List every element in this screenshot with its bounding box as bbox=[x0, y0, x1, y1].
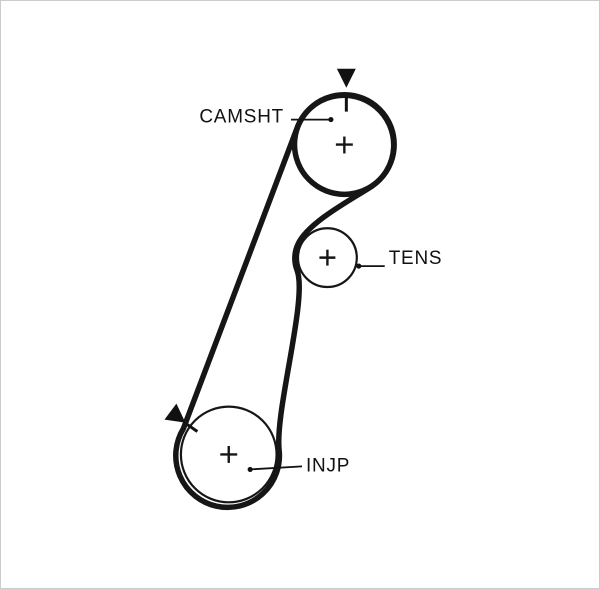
injection-pump-timing-tick bbox=[186, 423, 199, 433]
camshaft-label: CAMSHT bbox=[199, 107, 284, 128]
camshaft-leader-dot bbox=[328, 117, 334, 123]
tensioner-center-plus-icon bbox=[319, 249, 336, 266]
camshaft-pulley bbox=[291, 91, 397, 198]
injection-pump-leader-line bbox=[250, 465, 303, 471]
injection-pump-center-plus-icon bbox=[220, 445, 238, 463]
camshaft-timing-arrow-icon bbox=[336, 68, 356, 88]
injection-pump-label: INJP bbox=[306, 455, 350, 476]
tensioner-leader-dot bbox=[356, 263, 362, 269]
camshaft-center-plus-icon bbox=[335, 136, 353, 154]
tensioner-label: TENS bbox=[389, 248, 443, 269]
injection-pump-timing-arrow-icon bbox=[164, 403, 186, 423]
injection-pump-leader-dot bbox=[247, 466, 253, 472]
